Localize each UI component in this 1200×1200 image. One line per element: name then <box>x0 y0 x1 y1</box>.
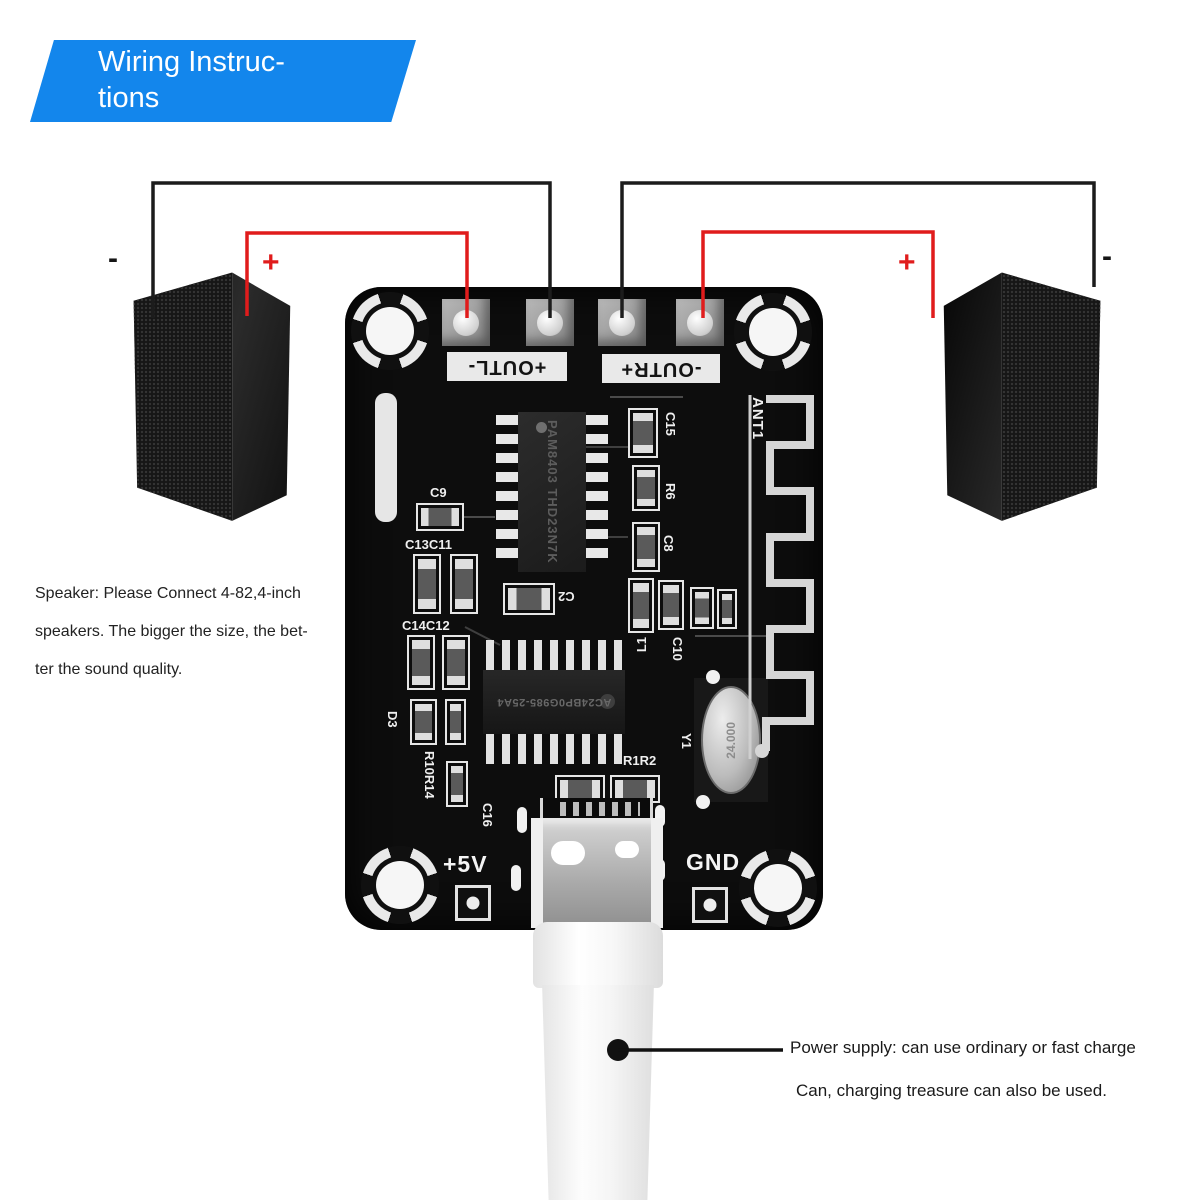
cap-c12 <box>442 635 470 690</box>
left-speaker <box>116 270 292 526</box>
ref-c10: C10 <box>670 637 685 661</box>
cap-c2 <box>503 583 555 615</box>
bt-ic-pins-top <box>486 640 623 670</box>
power-note-line-2: Can, charging treasure can also be used. <box>796 1081 1107 1100</box>
speaker-note: Speaker: Please Connect 4-82,4-inch spea… <box>35 575 308 689</box>
title-text: Wiring Instruc- tions <box>98 44 285 116</box>
via <box>517 807 527 833</box>
left-minus-label: - <box>108 242 118 275</box>
speaker-note-line-1: Speaker: Please Connect 4-82,4-inch <box>35 585 301 602</box>
right-positive-wire <box>701 230 935 318</box>
ref-r10r14: R10R14 <box>422 751 437 799</box>
cap-c8 <box>632 522 660 572</box>
bt-ic: AC24BP0G985-25A4 <box>483 670 625 734</box>
usb-shell-hole <box>615 841 639 858</box>
plus5v-pad <box>455 885 491 921</box>
right-negative-wire <box>620 181 1096 318</box>
ref-c15: C15 <box>663 412 678 436</box>
left-negative-wire <box>151 181 552 318</box>
usb-cable <box>542 985 654 1200</box>
cap-c11 <box>450 554 478 614</box>
ref-r6: R6 <box>663 483 678 500</box>
cap-c15 <box>628 408 658 458</box>
bt-ic-dot <box>600 694 615 709</box>
right-speaker-grille <box>1001 272 1101 521</box>
power-note: Power supply: can use ordinary or fast c… <box>790 1026 1136 1112</box>
left-speaker-grille <box>133 272 233 521</box>
amp-ic-marking-1: PAM8403 <box>545 420 560 485</box>
ref-r1r2: R1R2 <box>623 753 657 768</box>
cap-c14 <box>407 635 435 690</box>
right-speaker <box>942 270 1118 526</box>
pad-outr-plus <box>676 299 724 346</box>
via <box>655 805 665 827</box>
gnd-pad <box>692 887 728 923</box>
res-small <box>445 699 466 745</box>
left-plus-label: + <box>262 246 280 279</box>
ref-c8: C8 <box>661 535 676 552</box>
speaker-note-line-2: speakers. The bigger the size, the bet- <box>35 623 308 640</box>
diode-d3 <box>410 699 437 745</box>
left-positive-wire <box>245 231 469 318</box>
pad-pin <box>687 310 713 336</box>
mount-hole-top-left <box>351 292 429 370</box>
crystal-via <box>696 795 710 809</box>
ref-c14c12: C14C12 <box>402 618 450 633</box>
usb-pin-row <box>540 798 653 820</box>
title-banner <box>30 40 416 122</box>
right-plus-label: + <box>898 246 916 279</box>
plus5v-label: +5V <box>443 851 488 877</box>
mount-hole-bottom-right <box>739 849 817 927</box>
title-line-1: Wiring Instruc- <box>98 46 285 78</box>
ref-c16: C16 <box>480 803 495 827</box>
usb-shell-hole <box>551 841 585 865</box>
res-r6 <box>632 465 660 511</box>
cap-c10 <box>658 580 684 630</box>
ref-c9: C9 <box>430 485 447 500</box>
title-line-2: tions <box>98 82 160 114</box>
usb-connector <box>531 818 663 928</box>
amp-ic: PAM8403 THD23N7K <box>518 412 586 572</box>
amp-ic-marking-2: THD23N7K <box>545 488 560 564</box>
speaker-note-line-3: ter the sound quality. <box>35 661 183 678</box>
gnd-label: GND <box>686 849 741 875</box>
right-speaker-side <box>943 272 1002 521</box>
ref-c13c11: C13C11 <box>405 537 452 552</box>
amp-ic-pins-right <box>586 415 608 567</box>
smd-component <box>717 589 737 629</box>
antenna-trace <box>748 395 814 759</box>
res-r10 <box>446 761 468 807</box>
left-speaker-side <box>232 272 291 521</box>
mount-hole-bottom-left <box>361 846 439 924</box>
amp-ic-pins-left <box>496 415 518 567</box>
pin1-dot <box>536 422 547 433</box>
ref-d3: D3 <box>385 711 400 728</box>
bt-ic-pins-bottom <box>486 734 623 764</box>
res-r2 <box>610 775 660 803</box>
silkscreen-bar <box>375 393 397 522</box>
power-note-line-1: Power supply: can use ordinary or fast c… <box>790 1038 1136 1057</box>
usb-plug-overmold <box>533 922 663 988</box>
crystal-via <box>706 670 720 684</box>
cap-c9 <box>416 503 464 531</box>
right-minus-label: - <box>1102 240 1112 273</box>
mount-hole-top-right <box>734 293 812 371</box>
via <box>511 865 521 891</box>
smd-component <box>690 587 714 629</box>
ref-y1: Y1 <box>679 733 694 749</box>
antenna-label: ANT1 <box>749 397 766 441</box>
cap-c13 <box>413 554 441 614</box>
ind-l1 <box>628 578 654 633</box>
